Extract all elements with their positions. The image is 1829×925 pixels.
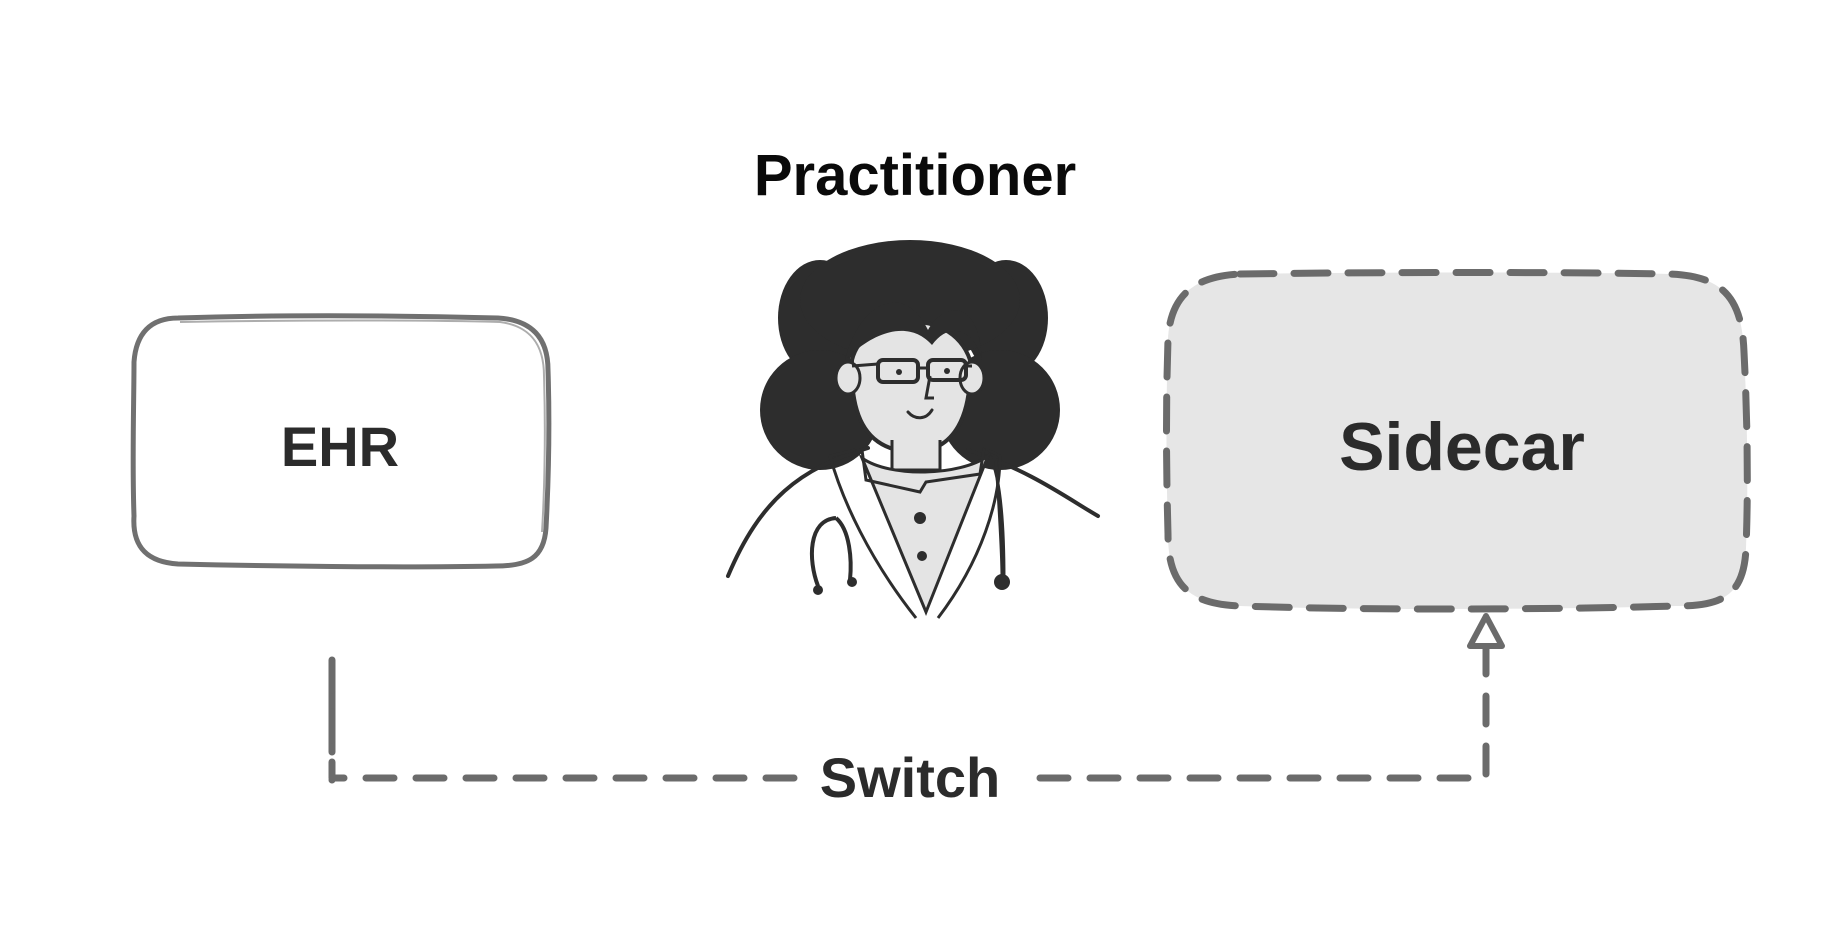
switch-connector: Switch [328, 613, 1505, 809]
switch-arrow-left-segment [328, 658, 804, 782]
ehr-node: EHR [130, 313, 552, 570]
arrowhead-icon [1467, 613, 1505, 649]
switch-arrow-right-segment [1036, 636, 1490, 782]
sidecar-label: Sidecar [1339, 409, 1585, 485]
doctor-illustration-icon [726, 240, 1100, 619]
practitioner-title: Practitioner [754, 143, 1076, 208]
switch-label: Switch [820, 746, 1000, 809]
sidecar-node: Sidecar [1163, 269, 1751, 613]
ehr-label: EHR [281, 415, 399, 478]
